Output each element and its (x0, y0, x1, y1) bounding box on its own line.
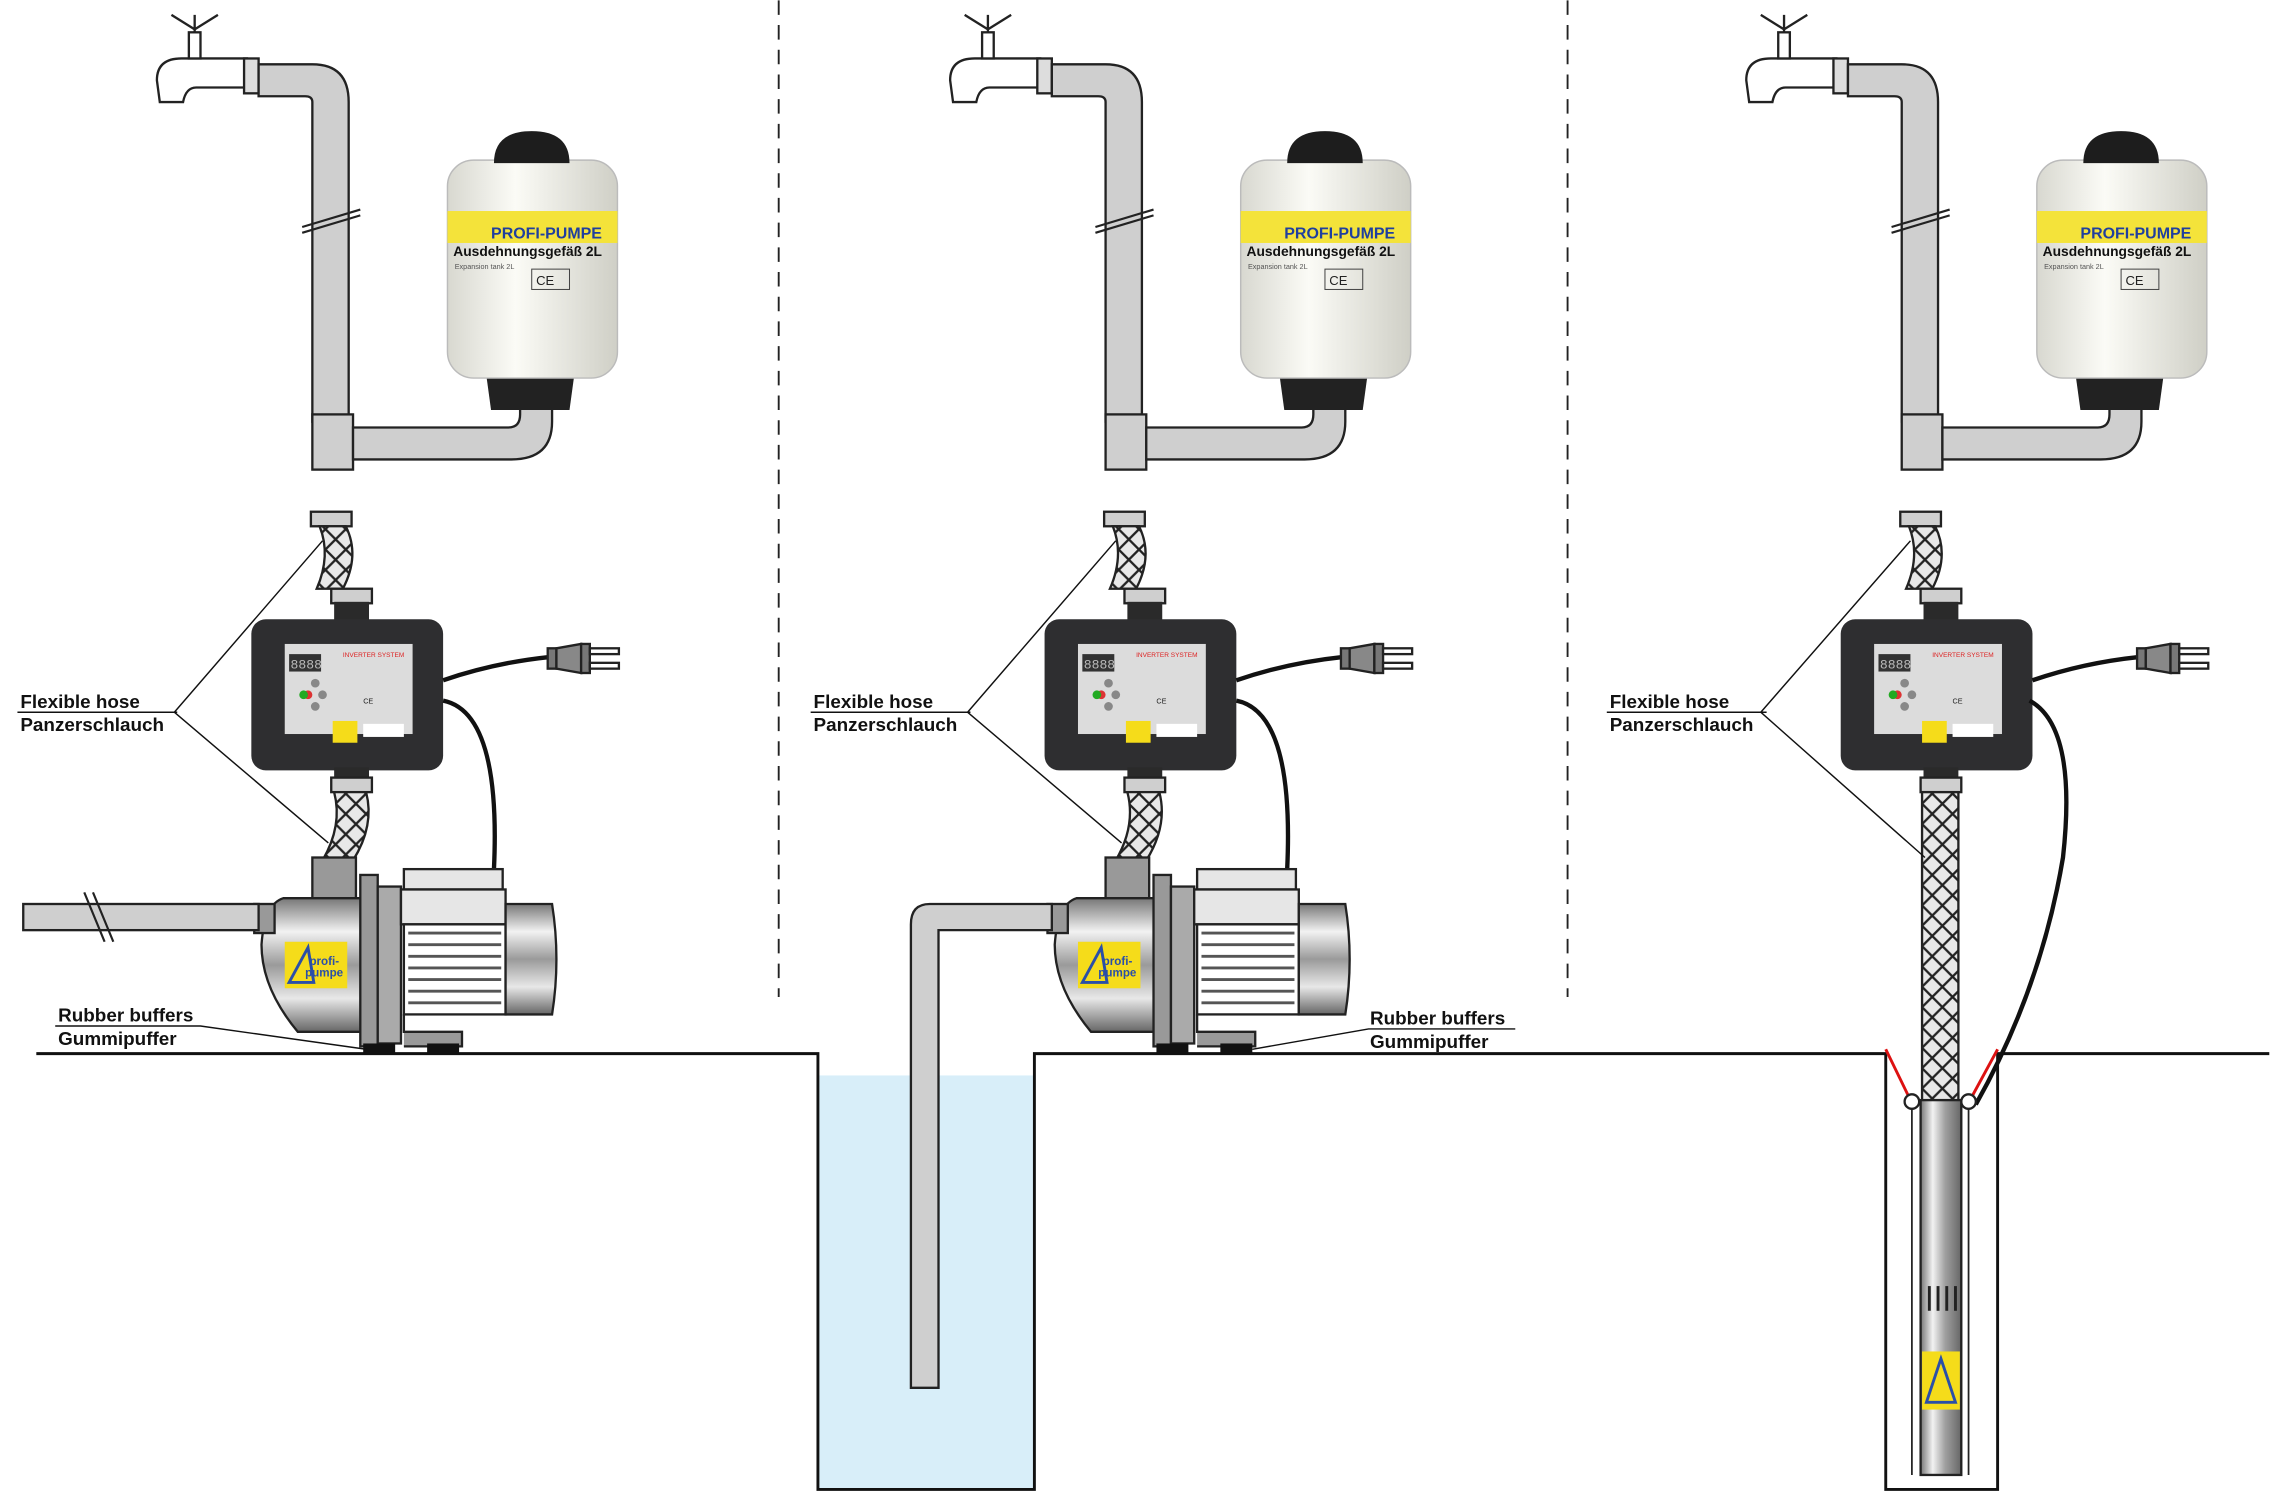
power-plug-icon (1339, 642, 1414, 675)
power-cable (1973, 698, 2069, 1106)
break-mark-icon (1891, 208, 1950, 234)
surface-pump: profi- pumpe (1046, 856, 1351, 1054)
pressure-controller: 8888 INVERTER SYSTEM CE (251, 601, 444, 780)
break-mark-icon (301, 208, 361, 234)
power-cable (1235, 698, 1291, 870)
tank-subtitle: Expansion tank 2L (2044, 262, 2104, 271)
callout-lines (967, 540, 1123, 844)
submersible-assembly (1760, 540, 2069, 1477)
tee-fitting (1900, 413, 1944, 471)
suction-pipe (22, 902, 260, 932)
ground-line (36, 1052, 2270, 1491)
break-mark-icon (1095, 208, 1154, 234)
rubber-buffers-label-de: Gummipuffer (1370, 1032, 1489, 1053)
tank-branch-pipe (351, 398, 554, 461)
rubber-buffers-label-en: Rubber buffers (58, 1006, 193, 1027)
controller-display: 8888 (1084, 658, 1115, 673)
logo-line2: pumpe (1098, 967, 1137, 980)
expansion-tank: PROFI-PUMPE Ausdehnungsgefäß 2L Expansio… (446, 131, 619, 411)
controller-ce-mark: CE (363, 697, 373, 706)
power-cable (2031, 654, 2139, 683)
controller-title: INVERTER SYSTEM (1932, 652, 1993, 659)
pressure-controller: 8888 INVERTER SYSTEM CE (1044, 601, 1237, 780)
tank-brand: PROFI-PUMPE (2080, 226, 2191, 243)
installation-upper-assembly: PROFI-PUMPE Ausdehnungsgefäß 2L Expansio… (810, 13, 1414, 794)
red-safety-wire (1884, 1048, 1999, 1101)
hose-fitting (1919, 776, 1963, 794)
tank-subtitle: Expansion tank 2L (455, 262, 515, 271)
power-plug-icon (2135, 642, 2210, 675)
rubber-buffers-label-de: Gummipuffer (58, 1029, 177, 1050)
installation-upper-assembly: PROFI-PUMPE Ausdehnungsgefäß 2L Expansio… (17, 13, 621, 794)
hose-fitting (1102, 510, 1146, 528)
flexible-hose-lower (1113, 790, 1163, 862)
tank-ce-mark: CE (1329, 273, 1347, 288)
flexible-hose-label-de: Panzerschlauch (1610, 715, 1754, 736)
tank-ce-mark: CE (2125, 273, 2143, 288)
controller-display: 8888 (1880, 658, 1911, 673)
flexible-hose-label-en: Flexible hose (1610, 692, 1730, 713)
hose-fitting (1123, 587, 1167, 605)
controller-title: INVERTER SYSTEM (1136, 652, 1197, 659)
logo-line1: profi- (1103, 955, 1133, 968)
hose-fitting (330, 776, 374, 794)
supply-pipe (257, 63, 350, 423)
flexible-hose-long (1920, 790, 1960, 1102)
break-mark-icon (83, 891, 115, 943)
flexible-hose-label-de: Panzerschlauch (814, 715, 958, 736)
expansion-tank: PROFI-PUMPE Ausdehnungsgefäß 2L Expansio… (1239, 131, 1412, 411)
tank-brand: PROFI-PUMPE (1284, 226, 1395, 243)
controller-display: 8888 (291, 658, 322, 673)
controller-title: INVERTER SYSTEM (343, 652, 404, 659)
surface-pump-assembly: profi- pumpe (1046, 698, 1351, 1054)
flexible-hose-lower (320, 790, 370, 862)
supply-pipe (1846, 63, 1940, 423)
water-tap-icon (948, 13, 1053, 104)
tank-branch-pipe (1941, 398, 2143, 461)
water-tap-icon (1745, 13, 1850, 104)
tank-branch-pipe (1145, 398, 1347, 461)
tank-brand: PROFI-PUMPE (491, 226, 602, 243)
power-cable (442, 698, 497, 870)
installation-upper-assembly: PROFI-PUMPE Ausdehnungsgefäß 2L Expansio… (1606, 13, 2210, 794)
supply-pipe (1050, 63, 1144, 423)
flexible-hose-upper (1904, 525, 1943, 590)
flexible-hose-label-de: Panzerschlauch (20, 715, 164, 736)
flexible-hose-label-en: Flexible hose (20, 692, 140, 713)
tank-title: Ausdehnungsgefäß 2L (453, 244, 602, 259)
logo-line2: pumpe (305, 967, 344, 980)
flexible-hose-upper (314, 525, 354, 590)
power-cable (442, 654, 550, 683)
suction-pipe (909, 902, 1053, 1389)
tank-title: Ausdehnungsgefäß 2L (2043, 244, 2192, 259)
surface-pump-assembly: profi- pumpe (253, 698, 558, 1054)
callout-lines (173, 540, 329, 844)
rubber-buffers-label-en: Rubber buffers (1370, 1009, 1505, 1030)
tee-fitting (1104, 413, 1148, 471)
hose-fitting (1919, 587, 1963, 605)
hose-fitting (330, 587, 374, 605)
water-tap-icon (155, 13, 260, 104)
surface-pump: profi- pumpe (253, 856, 558, 1054)
power-cable (1235, 654, 1343, 683)
tank-ce-mark: CE (536, 273, 554, 288)
pressure-controller: 8888 INVERTER SYSTEM CE (1840, 601, 2033, 780)
hose-fitting (309, 510, 353, 528)
expansion-tank: PROFI-PUMPE Ausdehnungsgefäß 2L Expansio… (2036, 131, 2208, 411)
tee-fitting (311, 413, 355, 471)
power-plug-icon (546, 642, 621, 675)
controller-ce-mark: CE (1156, 697, 1166, 706)
tank-title: Ausdehnungsgefäß 2L (1247, 244, 1396, 259)
profi-pumpe-logo: profi- pumpe (1077, 941, 1141, 989)
flexible-hose-upper (1108, 525, 1147, 590)
hose-fitting (1123, 776, 1167, 794)
flexible-hose-label-en: Flexible hose (814, 692, 934, 713)
profi-pumpe-logo: profi- pumpe (284, 941, 348, 989)
callout-lines (1760, 540, 1926, 859)
hose-fitting (1899, 510, 1943, 528)
logo-line1: profi- (309, 955, 339, 968)
controller-ce-mark: CE (1953, 697, 1963, 706)
tank-subtitle: Expansion tank 2L (1248, 262, 1308, 271)
